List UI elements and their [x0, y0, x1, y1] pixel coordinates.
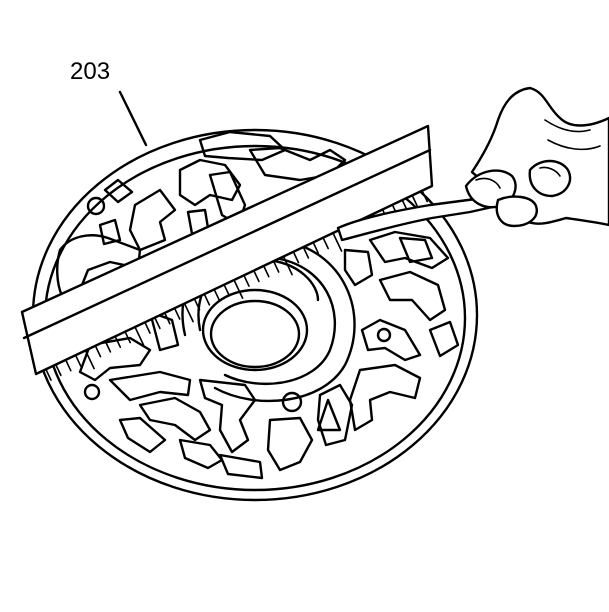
ruler-tick	[243, 274, 250, 287]
ruler-tick	[213, 288, 221, 302]
ruler-tick	[421, 189, 429, 203]
ruler-tick	[411, 194, 419, 207]
ruler-tick	[253, 269, 260, 283]
ruler-tick	[292, 251, 300, 264]
ruler-tick	[203, 293, 211, 306]
ruler-tick	[332, 232, 343, 252]
ruler-tick	[114, 335, 122, 349]
ruler-tick	[84, 349, 95, 370]
ruler-tick	[104, 340, 112, 353]
ruler-tick	[193, 297, 201, 311]
ruler-tick	[124, 330, 131, 344]
ruler-tick	[45, 368, 52, 381]
callout-leader-line	[118, 90, 148, 147]
ruler-tick	[163, 312, 171, 325]
ruler-tick	[134, 326, 145, 346]
ruler-tick	[223, 283, 230, 297]
ruler-tick	[282, 255, 293, 276]
ruler-tick	[154, 316, 161, 330]
ruler-tick	[173, 307, 181, 320]
ruler-tick	[54, 363, 62, 377]
ruler-tick	[302, 246, 310, 259]
ruler-tick	[322, 236, 330, 250]
ruler-tick	[74, 354, 82, 367]
ruler-tick	[64, 359, 72, 372]
ruler-tick	[183, 302, 194, 323]
ruler-tick	[94, 344, 102, 358]
ruler-tick	[144, 321, 151, 334]
ruler-tick	[272, 260, 280, 273]
ruler-tick	[312, 241, 320, 254]
ruler-tick	[262, 265, 270, 278]
ruler-tick	[233, 279, 244, 299]
hand-icon	[464, 86, 609, 228]
callout-label-203: 203	[70, 58, 111, 85]
